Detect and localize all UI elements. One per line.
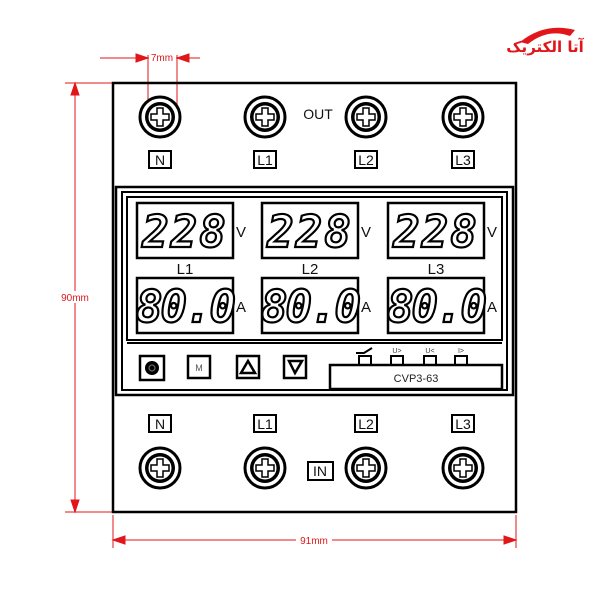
width-label: 91mm	[300, 536, 328, 547]
logo: آتا الکتریک	[506, 27, 585, 56]
current-unit: A	[236, 299, 246, 316]
current-unit: A	[487, 299, 497, 316]
terminal-label: L3	[451, 150, 475, 169]
voltage-value: 228	[266, 207, 352, 258]
down-button[interactable]	[282, 354, 308, 380]
voltage-value: 228	[141, 207, 227, 258]
indicator-led: U<	[423, 348, 437, 366]
terminal-label: N	[148, 414, 172, 433]
terminal-label-text: L2	[358, 416, 374, 432]
power-icon	[145, 361, 159, 375]
voltage-value: 228	[392, 207, 478, 258]
terminal-label-text: L1	[257, 152, 273, 168]
indicator-led: I>	[454, 348, 468, 366]
terminal-label-text: N	[155, 152, 165, 168]
voltage-display	[260, 201, 360, 260]
screw-icon	[138, 95, 182, 139]
model-plate	[328, 363, 504, 391]
terminal-label: L3	[451, 414, 475, 433]
terminal-label-text: L2	[358, 152, 374, 168]
power-button[interactable]	[138, 354, 166, 382]
phase-label: L1	[177, 261, 194, 278]
mode-button[interactable]: M	[186, 354, 212, 380]
terminal-label: L1	[253, 414, 277, 433]
terminal-label: N	[148, 150, 172, 169]
terminal-label-text: N	[155, 416, 165, 432]
voltage-unit: V	[236, 224, 246, 241]
model-label: CVP3-63	[394, 373, 439, 385]
logo-swoosh-icon	[520, 27, 575, 44]
current-value: 80.0	[387, 282, 485, 333]
top-terminals: N L1 L2 L3	[138, 95, 485, 169]
terminal-label-text: L3	[455, 416, 471, 432]
triangle-down-icon	[286, 359, 305, 376]
bottom-terminals: N L1 L2 L3	[138, 414, 485, 490]
device-body	[111, 81, 518, 514]
indicator-label: U>	[392, 348, 401, 355]
phase-label: L3	[428, 261, 445, 278]
height-label: 90mm	[61, 293, 89, 304]
display-window	[126, 196, 503, 341]
screw-icon	[441, 446, 485, 490]
screw-icon	[243, 446, 287, 490]
voltage-unit: V	[361, 224, 371, 241]
out-label: OUT	[303, 106, 333, 122]
voltage-unit: V	[487, 224, 497, 241]
indicator-label: U<	[425, 348, 434, 355]
indicator-label: I>	[458, 348, 464, 355]
terminal-label-text: L1	[257, 416, 273, 432]
indicators: U> U< I>	[356, 347, 468, 366]
up-button[interactable]	[235, 354, 261, 380]
screw-width-label: 7mm	[151, 53, 173, 64]
phase-label: L2	[302, 261, 319, 278]
screw-icon	[344, 446, 388, 490]
triangle-up-icon	[238, 358, 258, 375]
switch-icon	[356, 347, 373, 354]
screw-icon	[138, 446, 182, 490]
voltage-display	[135, 201, 235, 260]
terminal-label-text: L3	[455, 152, 471, 168]
logo-text: آتا الکتریک	[506, 38, 584, 56]
voltage-display	[386, 201, 486, 260]
mode-button-label: M	[195, 363, 203, 373]
display-panel-frame	[114, 185, 515, 397]
screw-icon	[243, 95, 287, 139]
terminal-label: L2	[354, 150, 378, 169]
current-display	[135, 276, 235, 335]
current-display	[260, 276, 360, 335]
display-panel	[121, 191, 508, 391]
current-display	[386, 276, 486, 335]
current-value: 80.0	[136, 282, 234, 333]
indicator-led: U>	[390, 348, 404, 366]
screw-icon	[441, 95, 485, 139]
current-value: 80.0	[261, 282, 359, 333]
terminal-label: L1	[253, 150, 277, 169]
current-unit: A	[361, 299, 371, 316]
terminal-label: L2	[354, 414, 378, 433]
indicator-led	[356, 347, 373, 366]
screw-icon	[344, 95, 388, 139]
in-label: IN	[313, 463, 327, 479]
